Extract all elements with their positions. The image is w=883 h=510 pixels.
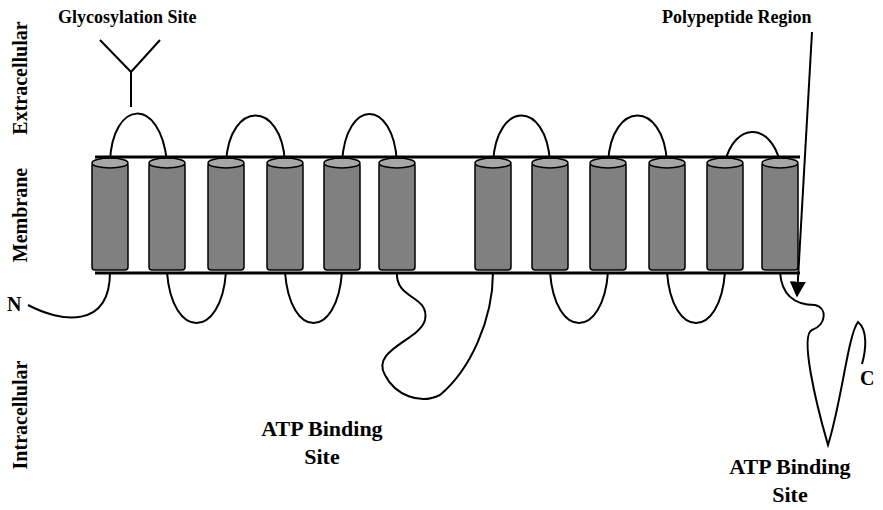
extracellular-loop [342, 114, 397, 162]
intracellular-loop [667, 272, 725, 323]
terminus-label: N [7, 292, 21, 317]
site-label: Polypeptide Region [662, 6, 812, 29]
extracellular-loop [608, 116, 667, 163]
site-label: ATP Binding Site [247, 415, 397, 470]
membrane-boundary [95, 157, 800, 273]
intracellular-loop [550, 272, 608, 323]
polypeptide-chain [28, 40, 865, 445]
terminus-label: C [860, 366, 874, 391]
extracellular-loop [493, 116, 550, 163]
extracellular-loop [110, 114, 167, 162]
site-label: Glycosylation Site [58, 6, 197, 29]
c-terminal-atp-loop [780, 272, 865, 445]
n-terminus [28, 272, 110, 317]
extracellular-loop [226, 116, 285, 163]
region-label: Extracellular [8, 21, 33, 134]
glycan-symbol [100, 40, 160, 107]
atp-binding-loop [382, 272, 493, 399]
intracellular-loop [285, 272, 342, 323]
leader-arrow [797, 32, 812, 296]
membrane-helices [92, 158, 798, 270]
site-label: ATP Binding Site [715, 453, 865, 508]
region-label: Intracellular [8, 361, 33, 470]
intracellular-loop [167, 272, 226, 323]
region-label: Membrane [8, 168, 33, 262]
